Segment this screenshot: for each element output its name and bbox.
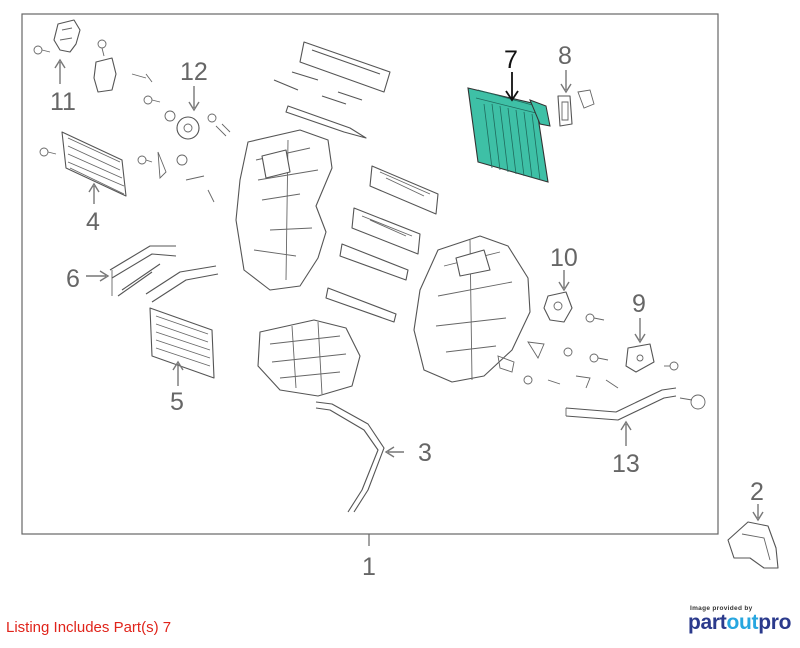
part-9-actuator[interactable]	[625, 343, 655, 373]
part-3-hose[interactable]	[315, 401, 385, 513]
callout-1: 1	[362, 553, 376, 581]
callout-13: 13	[612, 450, 640, 478]
callout-6: 6	[66, 265, 80, 293]
right-case-half[interactable]	[413, 235, 531, 383]
part-5-heater-core[interactable]	[145, 265, 219, 379]
callout-8: 8	[558, 42, 572, 70]
callout-2: 2	[750, 478, 764, 506]
image-credit: Image provided by	[690, 605, 753, 612]
callout-7: 7	[504, 46, 518, 74]
part-6-pipe[interactable]	[109, 245, 177, 297]
part-8-seal[interactable]	[557, 89, 595, 127]
callout-arrows	[54, 58, 764, 522]
callout-5: 5	[170, 388, 184, 416]
callout-4: 4	[86, 208, 100, 236]
part-10-actuator[interactable]	[543, 291, 573, 323]
callout-12: 12	[180, 58, 208, 86]
part-13-hose[interactable]	[565, 387, 677, 421]
part-2-duct[interactable]	[727, 521, 779, 569]
part-7-cabin-filter[interactable]	[467, 87, 551, 183]
callout-11: 11	[50, 88, 76, 116]
lower-case[interactable]	[257, 319, 361, 397]
callout-10: 10	[550, 244, 578, 272]
part-12-actuator[interactable]	[39, 110, 231, 203]
callout-3: 3	[418, 439, 432, 467]
brand-logo[interactable]: partoutpro	[688, 611, 791, 635]
listing-note: Listing Includes Part(s) 7	[6, 619, 172, 636]
callout-9: 9	[632, 290, 646, 318]
brand-out: out	[726, 611, 759, 634]
door-panels[interactable]	[273, 41, 439, 323]
part-11-bracket[interactable]	[33, 19, 161, 105]
brand-part: part	[688, 611, 727, 634]
left-case-half[interactable]	[235, 129, 333, 291]
small-fasteners[interactable]	[497, 313, 706, 410]
brand-pro: pro	[758, 611, 792, 634]
assembly-frame	[21, 13, 719, 535]
part-4-evaporator[interactable]	[61, 131, 127, 197]
